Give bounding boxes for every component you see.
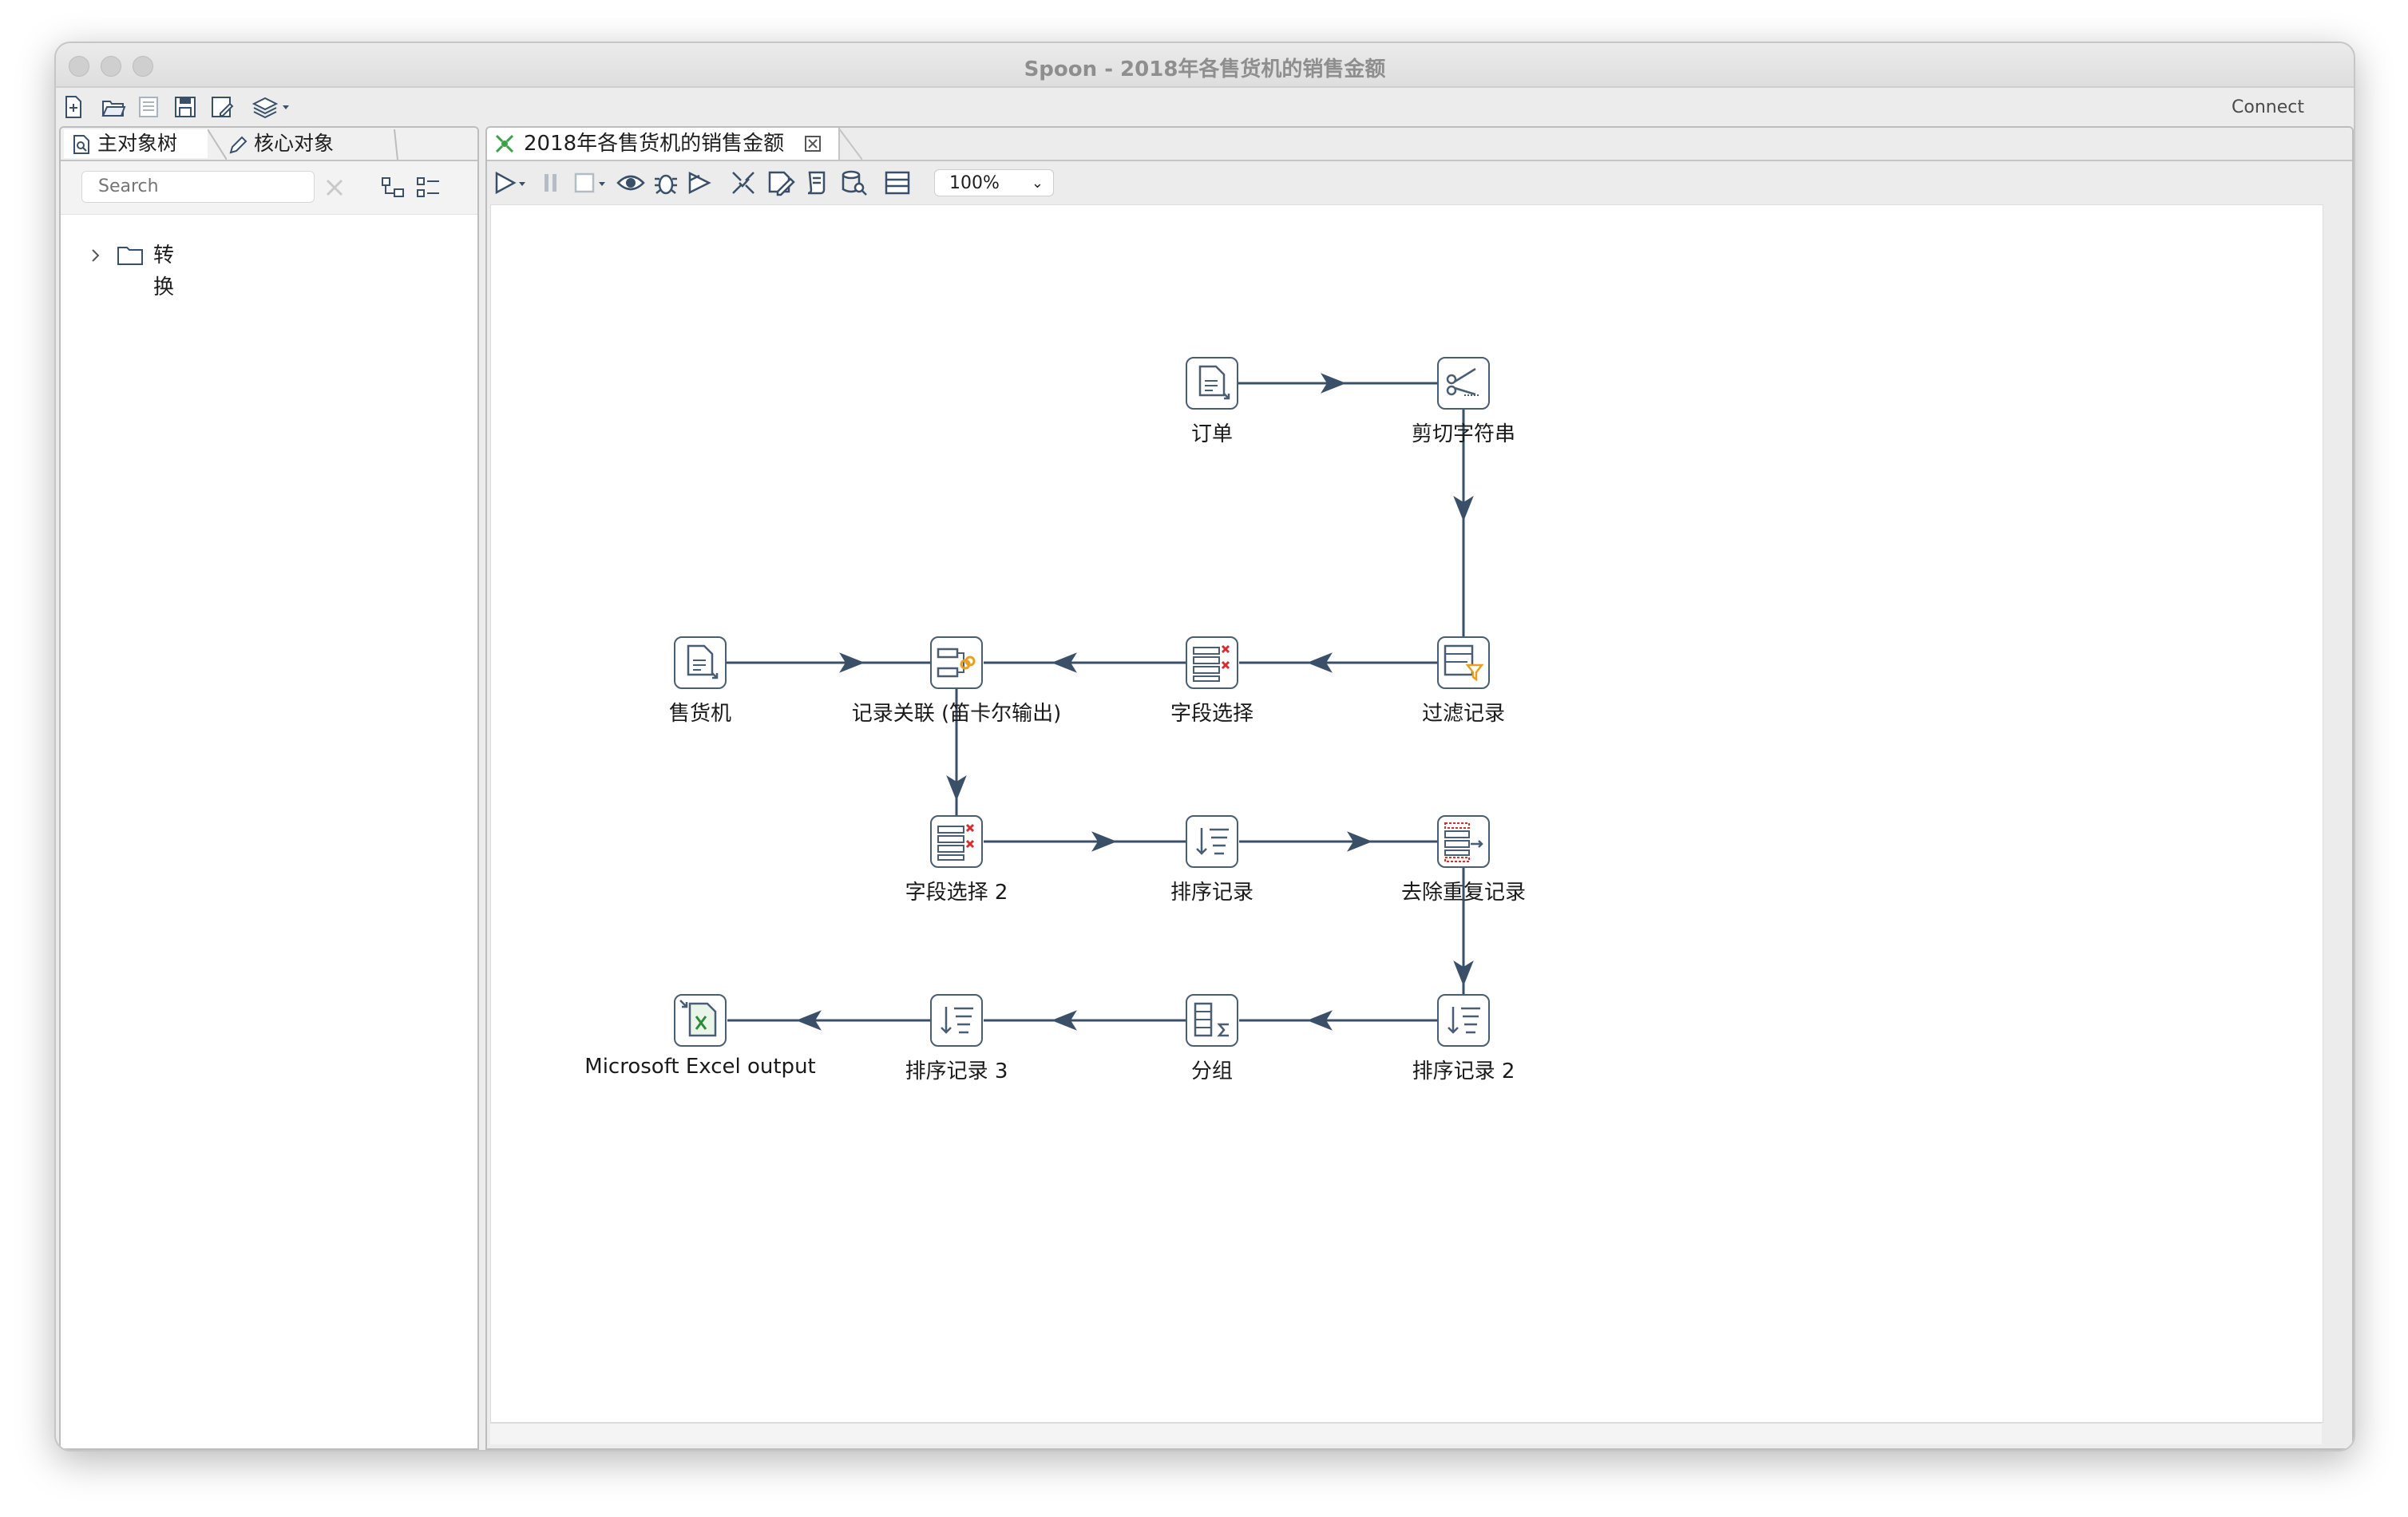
window-title: Spoon - 2018年各售货机的销售金额 — [1024, 57, 1386, 81]
expand-all-icon[interactable] — [380, 174, 407, 201]
step-label: 排序记录 — [1170, 881, 1254, 905]
tab-separator — [838, 128, 862, 160]
tab-core-objects[interactable]: 核心对象 — [222, 129, 394, 158]
folder-icon — [117, 247, 143, 265]
canvas-toolbar: 100% ⌄ — [487, 160, 2352, 204]
save-as-icon[interactable] — [209, 94, 235, 120]
step-label: 剪切字符串 — [1411, 422, 1516, 446]
filter-icon — [1444, 644, 1484, 682]
vertical-scrollbar[interactable] — [2323, 204, 2349, 1421]
text-input-icon — [1198, 365, 1230, 400]
main-toolbar: Connect — [56, 88, 2354, 125]
step-label: 分组 — [1190, 1060, 1234, 1083]
step-label: 售货机 — [668, 702, 732, 726]
preview-icon[interactable] — [616, 171, 645, 195]
results-icon[interactable] — [883, 169, 912, 196]
select-values-icon — [1193, 644, 1230, 682]
tab-main-tree[interactable]: 主对象树 — [64, 129, 208, 158]
debug-icon[interactable] — [652, 169, 680, 196]
transformation-canvas[interactable]: 订单 剪切字符串 售货机 记录关联 (笛卡尔输出) — [490, 204, 2323, 1423]
select-values-icon — [937, 823, 975, 861]
minimize-window-button[interactable] — [101, 56, 121, 77]
sql-icon[interactable] — [803, 169, 832, 196]
chevron-right-icon[interactable] — [88, 248, 104, 263]
pause-icon[interactable] — [541, 171, 560, 195]
step-label: 订单 — [1190, 422, 1234, 446]
zoom-window-button[interactable] — [133, 56, 153, 77]
close-tab-icon[interactable] — [803, 134, 822, 153]
collapse-all-icon[interactable] — [415, 174, 442, 201]
layers-icon[interactable] — [251, 94, 292, 120]
sort-icon — [1448, 1007, 1480, 1034]
search-row — [61, 161, 477, 215]
explore-icon[interactable] — [136, 94, 161, 120]
step-cut-string[interactable] — [1437, 357, 1490, 410]
step-label: 去除重复记录 — [1400, 881, 1527, 905]
verify-icon[interactable] — [730, 169, 758, 196]
magnify-doc-icon — [73, 135, 89, 154]
replay-icon[interactable] — [687, 171, 715, 195]
explore-db-icon[interactable] — [840, 169, 869, 196]
chevron-down-icon[interactable]: ⌄ — [1031, 175, 1044, 192]
close-window-button[interactable] — [69, 56, 89, 77]
step-label: 字段选择 — [1170, 702, 1254, 726]
left-panel: 主对象树 核心对象 — [59, 126, 479, 1450]
tab-separator — [394, 129, 398, 160]
sort-icon — [941, 1007, 973, 1034]
left-panel-tabs: 主对象树 核心对象 — [61, 128, 477, 161]
text-input-icon — [687, 644, 719, 679]
step-orders[interactable] — [1186, 357, 1238, 410]
step-filter-rows[interactable] — [1437, 636, 1490, 689]
tab-transformation-label: 2018年各售货机的销售金额 — [524, 132, 785, 156]
open-icon[interactable] — [101, 94, 126, 120]
zoom-select[interactable]: 100% ⌄ — [934, 169, 1054, 196]
step-label: Microsoft Excel output — [584, 1055, 816, 1079]
zoom-value: 100% — [949, 173, 1000, 193]
editor-panel: 2018年各售货机的销售金额 — [485, 126, 2354, 1450]
impact-icon[interactable] — [766, 169, 795, 196]
tab-separator — [208, 129, 227, 160]
step-label: 排序记录 3 — [905, 1060, 1008, 1083]
unique-icon — [1444, 822, 1483, 862]
spoon-window: Spoon - 2018年各售货机的销售金额 Connect — [54, 42, 2355, 1452]
tab-core-objects-label: 核心对象 — [254, 132, 335, 155]
hop-lines — [700, 373, 1474, 1031]
editor-tabs: 2018年各售货机的销售金额 — [487, 128, 2352, 160]
join-icon — [937, 648, 976, 678]
stop-icon[interactable] — [573, 171, 608, 195]
step-select-values[interactable] — [1186, 636, 1238, 689]
step-excel-output[interactable] — [674, 994, 727, 1047]
step-unique-rows[interactable] — [1437, 815, 1490, 868]
pencil-icon — [229, 136, 248, 154]
step-group-by[interactable] — [1186, 994, 1238, 1047]
tree-item-label: 转换 — [153, 244, 175, 299]
run-icon[interactable] — [493, 171, 527, 195]
new-file-icon[interactable] — [61, 94, 86, 120]
sort-icon — [1196, 828, 1229, 855]
group-by-icon — [1194, 1002, 1229, 1037]
step-label: 记录关联 (笛卡尔输出) — [851, 702, 1062, 726]
step-join-rows[interactable] — [930, 636, 983, 689]
connect-button[interactable]: Connect — [2232, 97, 2304, 117]
transformation-icon — [495, 134, 514, 153]
scissors-icon — [1446, 367, 1479, 396]
step-sort-rows-3[interactable] — [930, 994, 983, 1047]
excel-icon — [679, 1000, 717, 1037]
step-label: 字段选择 2 — [905, 881, 1008, 905]
search-input[interactable] — [81, 171, 315, 203]
step-vending-machine[interactable] — [674, 636, 727, 689]
title-bar: Spoon - 2018年各售货机的销售金额 — [56, 43, 2354, 88]
horizontal-scrollbar[interactable] — [490, 1423, 2322, 1444]
tab-main-tree-label: 主对象树 — [97, 132, 178, 155]
save-icon[interactable] — [172, 94, 198, 120]
step-select-values-2[interactable] — [930, 815, 983, 868]
step-label: 过滤记录 — [1421, 702, 1506, 726]
step-sort-rows-2[interactable] — [1437, 994, 1490, 1047]
step-sort-rows[interactable] — [1186, 815, 1238, 868]
step-label: 排序记录 2 — [1412, 1060, 1515, 1083]
clear-search-icon[interactable] — [324, 177, 345, 198]
tab-transformation[interactable]: 2018年各售货机的销售金额 — [487, 128, 840, 160]
